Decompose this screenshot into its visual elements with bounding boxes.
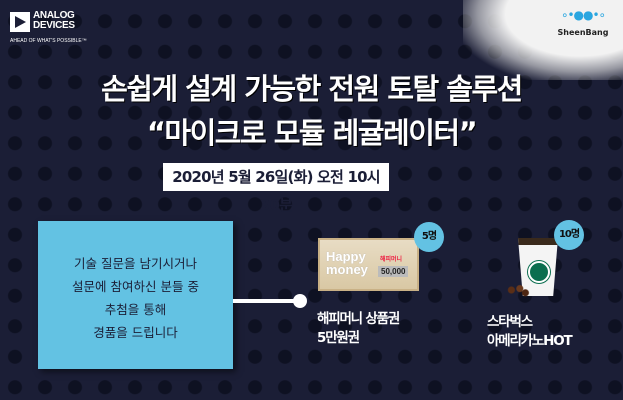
- sheenbang-dots-icon: ∘•●●•∘: [560, 8, 606, 22]
- info-box: 기술 질문을 남기시거나 설문에 참여하신 분들 중 추첨을 통해 경품을 드립…: [38, 221, 233, 369]
- adi-name: ANALOG DEVICES: [33, 10, 75, 31]
- prize-name-line: 스타벅스: [487, 314, 533, 330]
- prize-count-badge: 5명: [414, 222, 444, 252]
- info-line: 추첨을 통해: [104, 302, 167, 317]
- title-line-2: “마이크로 모듈 레귤레이터”: [146, 116, 478, 150]
- prize-name-line: 해피머니 상품권: [317, 311, 400, 327]
- happymoney-voucher-image: Happy money 해피머니 50,000: [318, 238, 419, 291]
- adi-tagline: AHEAD OF WHAT'S POSSIBLE™: [10, 38, 87, 44]
- adi-triangle-icon: [10, 12, 30, 32]
- prize-name: 해피머니 상품권 5만원권: [317, 310, 400, 348]
- info-line: 설문에 참여하신 분들 중: [72, 279, 199, 294]
- coffee-beans-image: [503, 283, 531, 297]
- connector-line: [233, 299, 299, 303]
- prize-name: 스타벅스 아메리카노HOT: [487, 313, 573, 351]
- sheenbang-logo: ∘•●●•∘ SheenBang: [548, 8, 618, 37]
- prize-name-line: 아메리카노HOT: [487, 333, 573, 349]
- voucher-brand: Happy money: [326, 249, 368, 277]
- event-date: 2020년 5월 26일(화) 오전 10시 30분: [163, 163, 389, 214]
- connector-dot: [293, 294, 307, 308]
- starbucks-logo-icon: [528, 261, 550, 283]
- starbucks-cup-image: [518, 238, 558, 296]
- prize-count-badge: 10명: [554, 220, 584, 250]
- voucher-amount: 50,000: [378, 266, 409, 277]
- info-line: 기술 질문을 남기시거나: [74, 256, 197, 271]
- prize-name-line: 5만원권: [317, 330, 360, 346]
- sheenbang-name: SheenBang: [557, 28, 609, 37]
- logo-glow: [463, 0, 623, 80]
- info-line: 경품을 드립니다: [93, 325, 178, 340]
- voucher-korean: 해피머니: [380, 257, 403, 263]
- title-line-1: 손쉽게 설계 가능한 전원 토탈 솔루션: [101, 72, 523, 106]
